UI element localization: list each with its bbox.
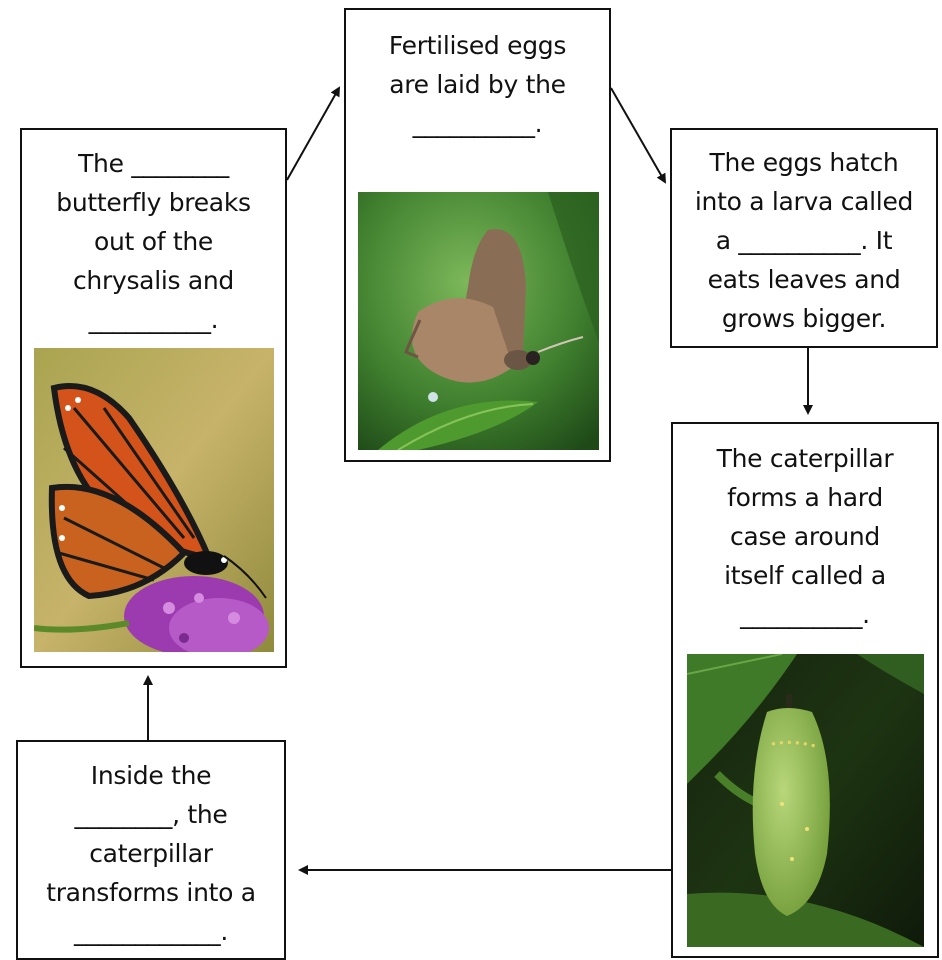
arrow-adult-to-eggs xyxy=(287,88,339,180)
arrow-eggs-to-larva xyxy=(611,88,665,182)
